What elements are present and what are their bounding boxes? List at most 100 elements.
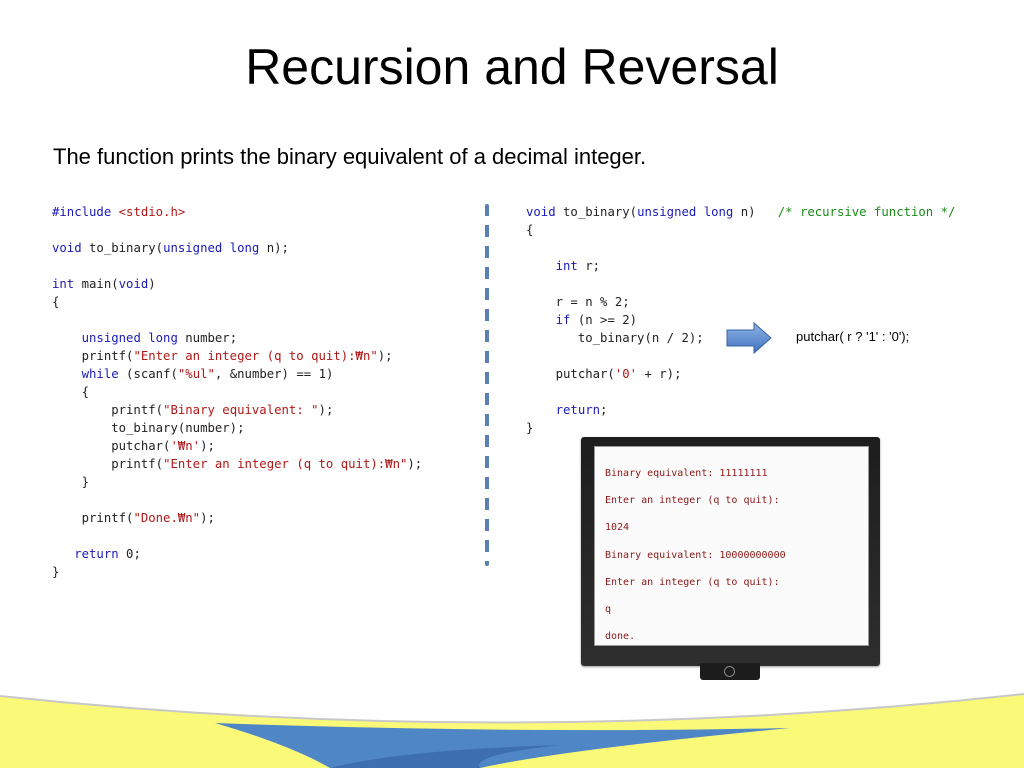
code-line: } bbox=[526, 419, 955, 437]
code-token: int bbox=[52, 277, 75, 291]
code-token: ); bbox=[407, 457, 423, 471]
code-token: ); bbox=[318, 403, 334, 417]
terminal-line: Enter an integer (q to quit): bbox=[605, 495, 780, 507]
code-token: 0; bbox=[118, 547, 141, 561]
code-token: r = n % 2; bbox=[526, 295, 630, 309]
terminal-line: 1024 bbox=[605, 522, 630, 534]
code-token bbox=[526, 259, 556, 273]
code-token: (scanf( bbox=[118, 367, 178, 381]
code-token: } bbox=[526, 421, 534, 435]
code-token bbox=[52, 367, 82, 381]
code-token: (n >= 2) bbox=[570, 313, 638, 327]
terminal-line: Binary equivalent: 10000000000 bbox=[605, 549, 786, 561]
code-line: to_binary(number); bbox=[52, 419, 422, 437]
code-line: if (n >= 2) bbox=[526, 311, 955, 329]
code-line: r = n % 2; bbox=[526, 293, 955, 311]
code-token: main( bbox=[74, 277, 119, 291]
code-token: { bbox=[52, 295, 60, 309]
code-token: void bbox=[526, 205, 556, 219]
terminal-line: Binary equivalent: 11111111 bbox=[605, 468, 768, 479]
code-token: return bbox=[74, 547, 119, 561]
code-line: void to_binary(unsigned long n); bbox=[52, 239, 422, 257]
code-line: int main(void) bbox=[52, 275, 422, 293]
code-token: printf( bbox=[52, 457, 164, 471]
code-token: printf( bbox=[52, 403, 164, 417]
code-line: unsigned long number; bbox=[52, 329, 422, 347]
monitor-stand bbox=[700, 663, 760, 680]
code-line: to_binary(n / 2); bbox=[526, 329, 955, 347]
power-icon bbox=[724, 666, 735, 677]
code-token: return bbox=[555, 403, 601, 417]
terminal-line: done. bbox=[605, 631, 636, 643]
code-token: "%ul" bbox=[177, 367, 215, 381]
code-token: } bbox=[52, 565, 60, 579]
main-program-code: #include <stdio.h> void to_binary(unsign… bbox=[52, 203, 422, 581]
code-token bbox=[526, 313, 556, 327]
code-token: void bbox=[118, 277, 149, 291]
code-line bbox=[52, 311, 422, 329]
code-token: to_binary(number); bbox=[52, 421, 245, 435]
code-token: putchar( bbox=[52, 439, 171, 453]
code-token: "Enter an integer (q to quit):₩n" bbox=[163, 457, 408, 471]
code-line bbox=[52, 491, 422, 509]
code-token: printf( bbox=[52, 511, 134, 525]
code-token: "Done.₩n" bbox=[133, 511, 201, 525]
code-token: unsigned long bbox=[163, 241, 260, 255]
code-line bbox=[526, 239, 955, 257]
code-token bbox=[52, 547, 74, 561]
code-token: r; bbox=[577, 259, 601, 273]
code-line: putchar('0' + r); bbox=[526, 365, 955, 383]
code-line: printf("Enter an integer (q to quit):₩n"… bbox=[52, 347, 422, 365]
code-line bbox=[526, 383, 955, 401]
code-token: ); bbox=[200, 511, 215, 525]
code-token: '₩n' bbox=[170, 439, 201, 453]
code-line bbox=[52, 257, 422, 275]
code-token: "Enter an integer (q to quit):₩n" bbox=[133, 349, 378, 363]
code-line: } bbox=[52, 473, 422, 491]
code-line: int r; bbox=[526, 257, 955, 275]
code-token: unsigned long bbox=[637, 205, 734, 219]
code-token: if bbox=[555, 313, 571, 327]
slide-title: Recursion and Reversal bbox=[245, 39, 779, 95]
code-token bbox=[526, 403, 556, 417]
code-token: <stdio.h> bbox=[118, 205, 186, 219]
code-token: printf( bbox=[52, 349, 134, 363]
code-token: void bbox=[52, 241, 82, 255]
code-line bbox=[526, 275, 955, 293]
code-token: int bbox=[555, 259, 578, 273]
code-token: putchar( bbox=[526, 367, 615, 381]
code-token: , &number) == 1) bbox=[214, 367, 334, 381]
code-line: while (scanf("%ul", &number) == 1) bbox=[52, 365, 422, 383]
footer-wave bbox=[0, 693, 1024, 768]
to-binary-function-code: void to_binary(unsigned long n) /* recur… bbox=[526, 203, 955, 437]
code-line: #include <stdio.h> bbox=[52, 203, 422, 221]
code-token bbox=[52, 331, 82, 345]
code-token: ; bbox=[600, 403, 608, 417]
code-token: ); bbox=[200, 439, 215, 453]
code-line: printf("Binary equivalent: "); bbox=[52, 401, 422, 419]
terminal-line: Enter an integer (q to quit): bbox=[605, 576, 780, 588]
code-token: n) bbox=[733, 205, 778, 219]
code-line: void to_binary(unsigned long n) /* recur… bbox=[526, 203, 955, 221]
code-token: "Binary equivalent: " bbox=[163, 403, 319, 417]
code-line: { bbox=[526, 221, 955, 239]
code-line: putchar('₩n'); bbox=[52, 437, 422, 455]
code-token: + r); bbox=[637, 367, 682, 381]
column-divider bbox=[485, 204, 489, 566]
terminal-line: q bbox=[605, 604, 612, 616]
code-token: ); bbox=[377, 349, 393, 363]
code-token: to_binary( bbox=[81, 241, 164, 255]
right-arrow-icon bbox=[726, 322, 772, 354]
code-line: { bbox=[52, 383, 422, 401]
code-token: number; bbox=[177, 331, 238, 345]
code-line: printf("Done.₩n"); bbox=[52, 509, 422, 527]
code-line bbox=[52, 221, 422, 239]
code-token: ) bbox=[148, 277, 156, 291]
code-token: { bbox=[52, 385, 90, 399]
code-line: { bbox=[52, 293, 422, 311]
code-token: to_binary( bbox=[555, 205, 638, 219]
